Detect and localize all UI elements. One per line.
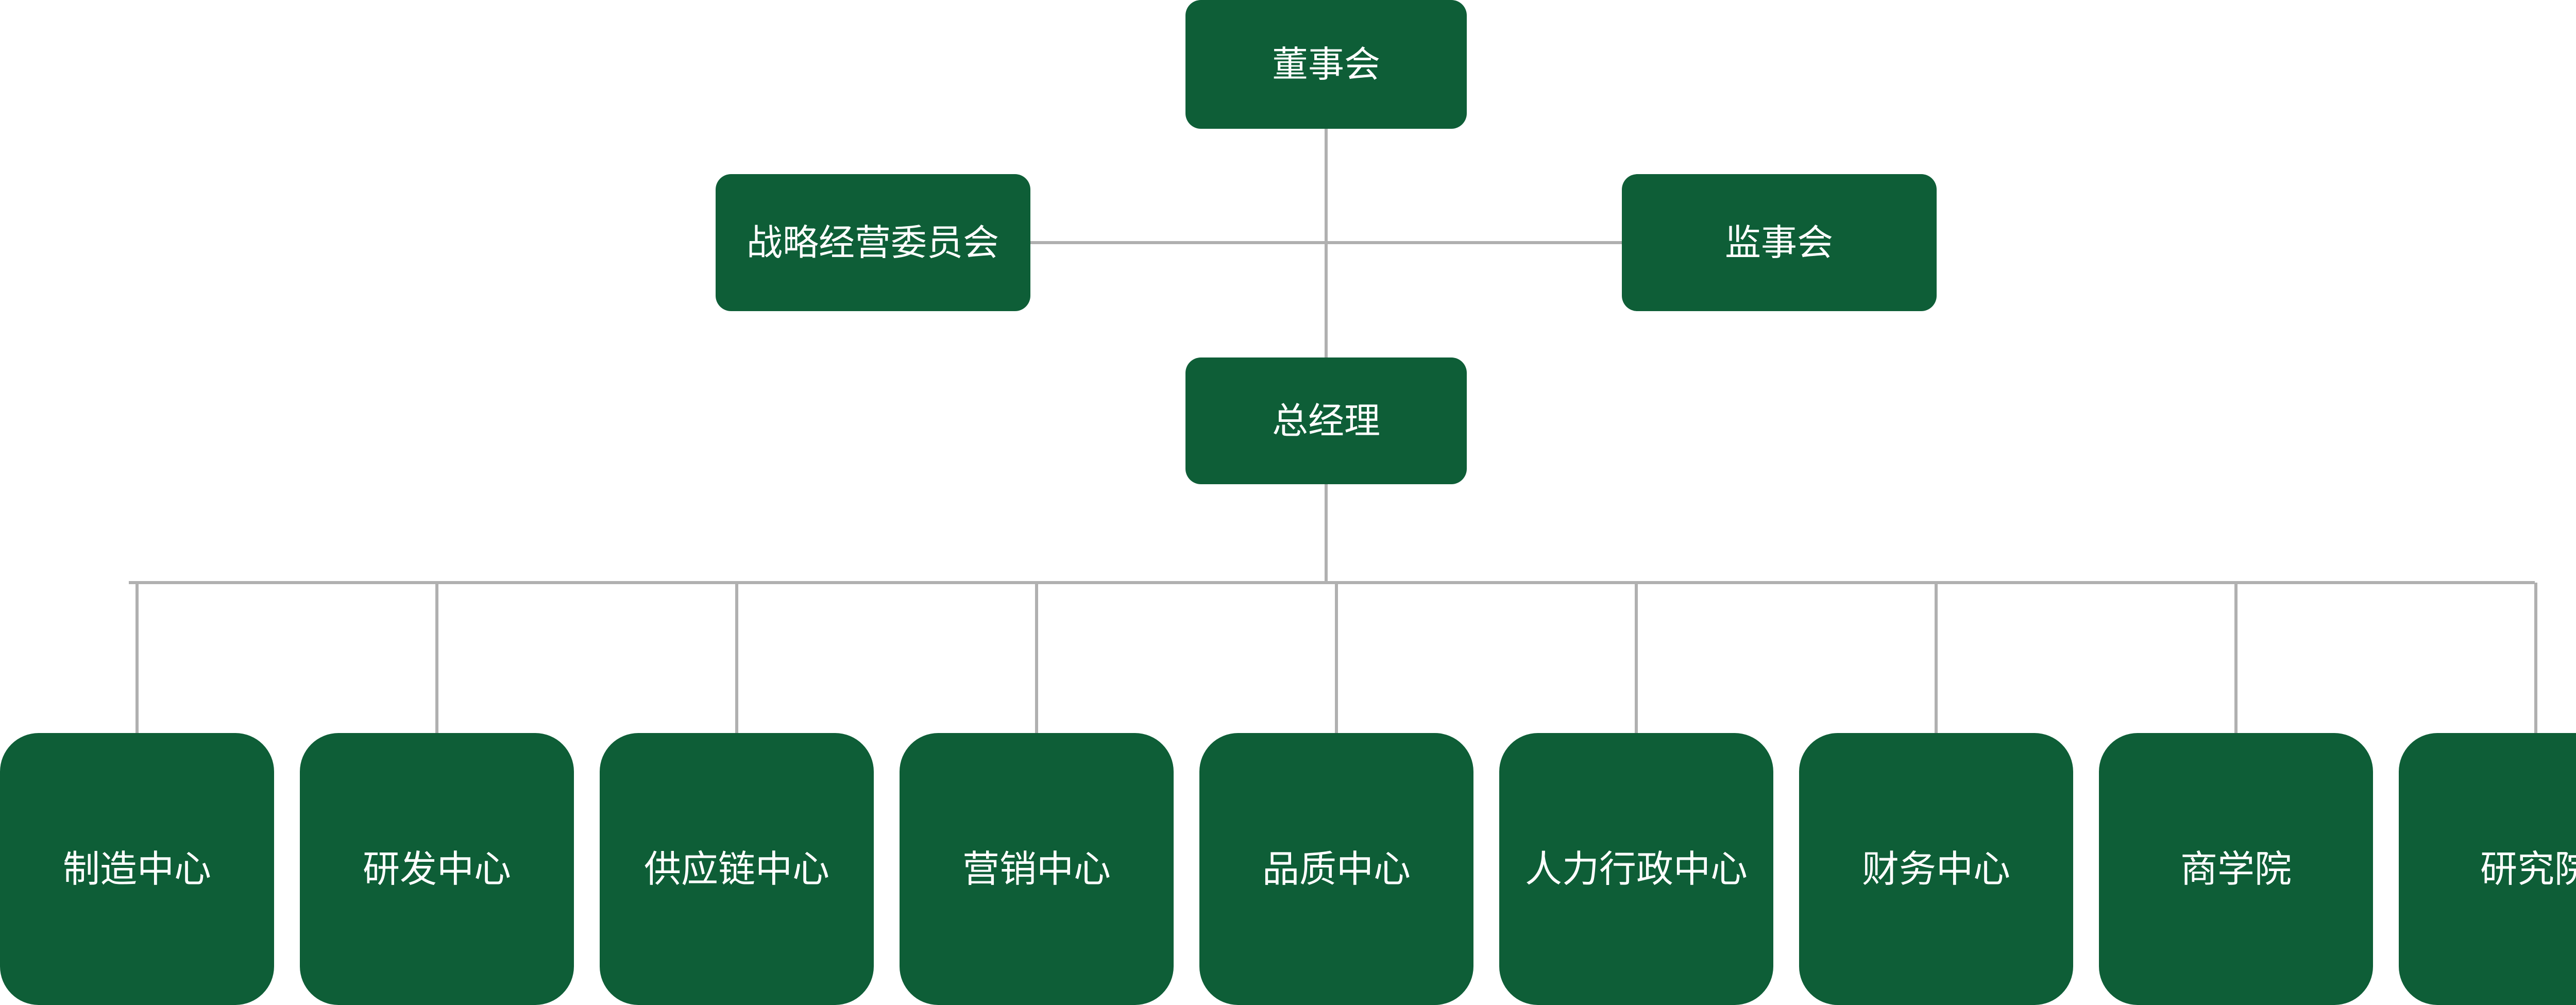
department-drop-lines	[135, 583, 2537, 733]
board-label: 董事会	[1272, 43, 1380, 86]
strategy-committee-label: 战略经营委员会	[747, 222, 999, 264]
general-manager-label: 总经理	[1272, 400, 1380, 442]
department-label: 研究院	[2480, 847, 2576, 891]
supervisory-board-label: 监事会	[1725, 222, 1833, 264]
department-label: 研发中心	[363, 847, 511, 891]
department-node: 商学院	[2099, 733, 2373, 1005]
strategy-committee-box	[716, 174, 1030, 311]
department-label: 营销中心	[962, 847, 1111, 891]
supervisory-board-node: 监事会	[1622, 174, 1937, 311]
department-node: 研发中心	[300, 733, 574, 1005]
board-node: 董事会	[1185, 0, 1467, 129]
department-box	[900, 733, 1174, 1005]
department-node: 制造中心	[0, 733, 274, 1005]
supervisory-board-box	[1622, 174, 1937, 311]
department-label: 财务中心	[1862, 847, 2010, 891]
department-node: 供应链中心	[600, 733, 874, 1005]
department-label: 商学院	[2180, 847, 2292, 891]
department-box	[1799, 733, 2073, 1005]
department-box	[2099, 733, 2373, 1005]
connectors	[129, 129, 2537, 733]
department-node: 品质中心	[1199, 733, 1473, 1005]
department-nodes: 制造中心 研发中心 供应链中心 营销中心 品质中心 人力行政中心 财务中心 商学院 研究院	[0, 733, 2576, 1005]
department-box	[600, 733, 874, 1005]
department-box	[2399, 733, 2576, 1005]
department-box	[300, 733, 574, 1005]
department-box	[1199, 733, 1473, 1005]
department-node: 财务中心	[1799, 733, 2073, 1005]
board-box	[1185, 0, 1467, 129]
general-manager-box	[1185, 357, 1467, 484]
department-node: 人力行政中心	[1499, 733, 1773, 1005]
department-label: 制造中心	[63, 847, 211, 891]
department-label: 人力行政中心	[1525, 847, 1748, 891]
general-manager-node: 总经理	[1185, 357, 1467, 484]
department-box	[1499, 733, 1773, 1005]
department-node: 研究院	[2399, 733, 2576, 1005]
department-box	[0, 733, 274, 1005]
department-label: 供应链中心	[644, 847, 829, 891]
department-label: 品质中心	[1262, 847, 1411, 891]
strategy-committee-node: 战略经营委员会	[716, 174, 1030, 311]
department-node: 营销中心	[900, 733, 1174, 1005]
